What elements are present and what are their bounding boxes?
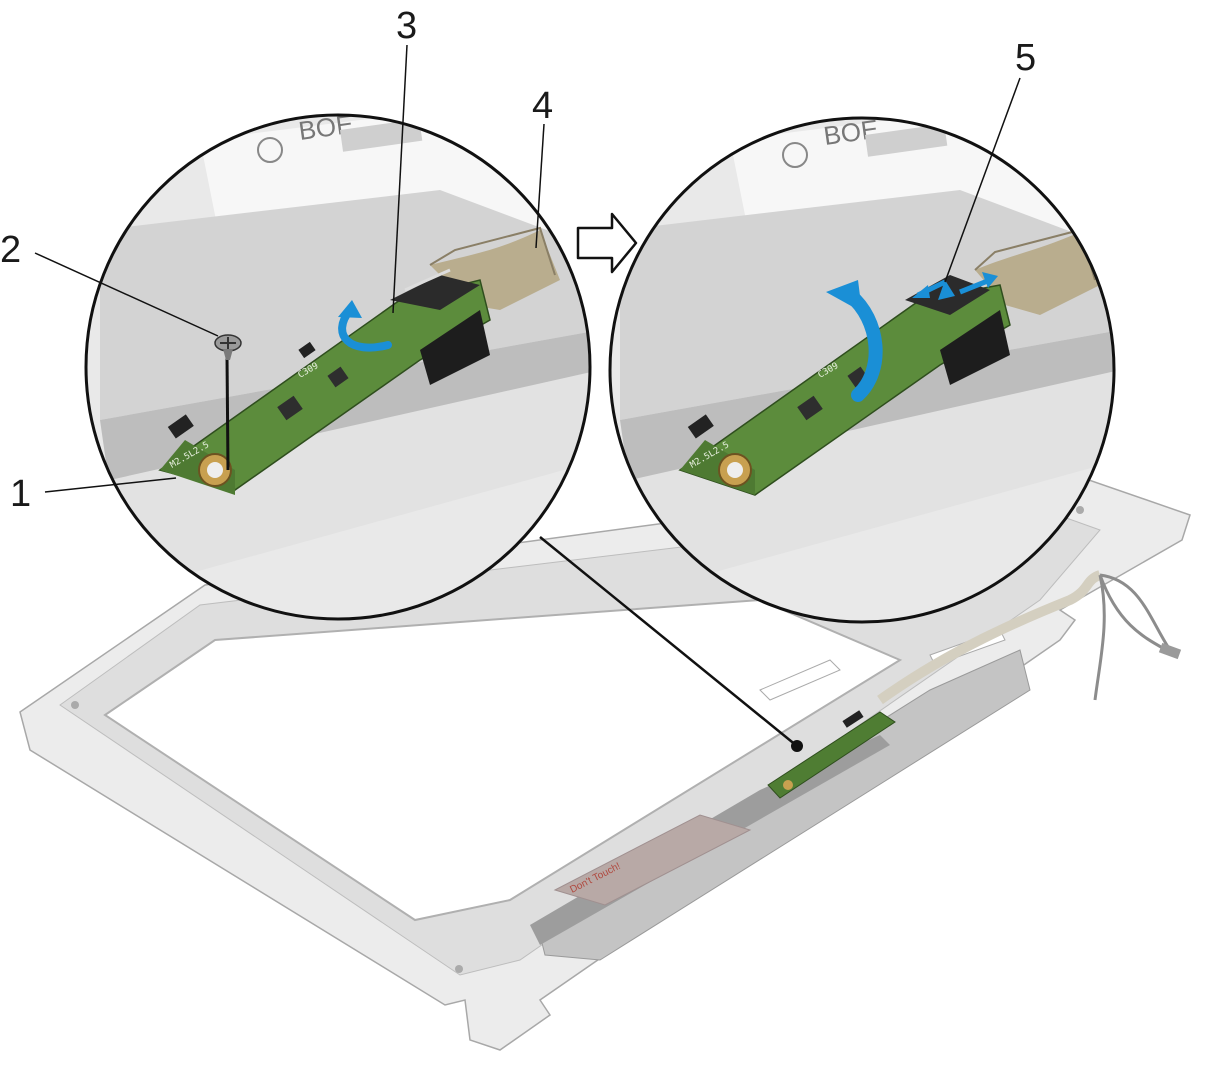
callout-5: 5	[1015, 37, 1036, 79]
callout-2: 2	[0, 229, 21, 271]
left-detail-content: BOE M2.5L2.5 C309	[86, 115, 590, 619]
panel-boss	[455, 965, 463, 973]
callout-5-leader	[944, 77, 1021, 283]
flip-board-arrow-icon	[826, 280, 883, 402]
right-detail-content: BOE M2.5L2.5 C309	[610, 118, 1114, 622]
sensor-board-on-panel	[767, 710, 896, 799]
callout-4-leader	[535, 123, 545, 249]
callout-3-leader	[392, 44, 408, 314]
dont-touch-sticker	[553, 814, 752, 906]
callout-2-leader	[34, 252, 219, 337]
step-arrow-icon	[576, 212, 638, 274]
callout-4: 4	[532, 85, 553, 127]
display-cable	[877, 570, 1102, 705]
panel-label	[759, 659, 841, 701]
disconnect-cable-arrow-icon	[912, 272, 998, 300]
cable-pigtail	[1093, 573, 1176, 701]
callout-1-leader	[44, 477, 177, 493]
right-detail-circle-outline	[608, 116, 1116, 624]
panel-screen	[103, 598, 903, 922]
cable-connector	[1158, 642, 1182, 660]
screw-icon	[214, 334, 242, 471]
lift-latch-arrow-icon	[338, 300, 392, 352]
panel-boss	[71, 701, 79, 709]
callout-1: 1	[10, 473, 31, 515]
callout-3: 3	[396, 5, 417, 47]
left-detail-circle-outline	[84, 113, 592, 621]
magnify-leader-dot	[791, 740, 803, 752]
magnify-leader	[539, 536, 798, 747]
panel-boss	[1076, 506, 1084, 514]
